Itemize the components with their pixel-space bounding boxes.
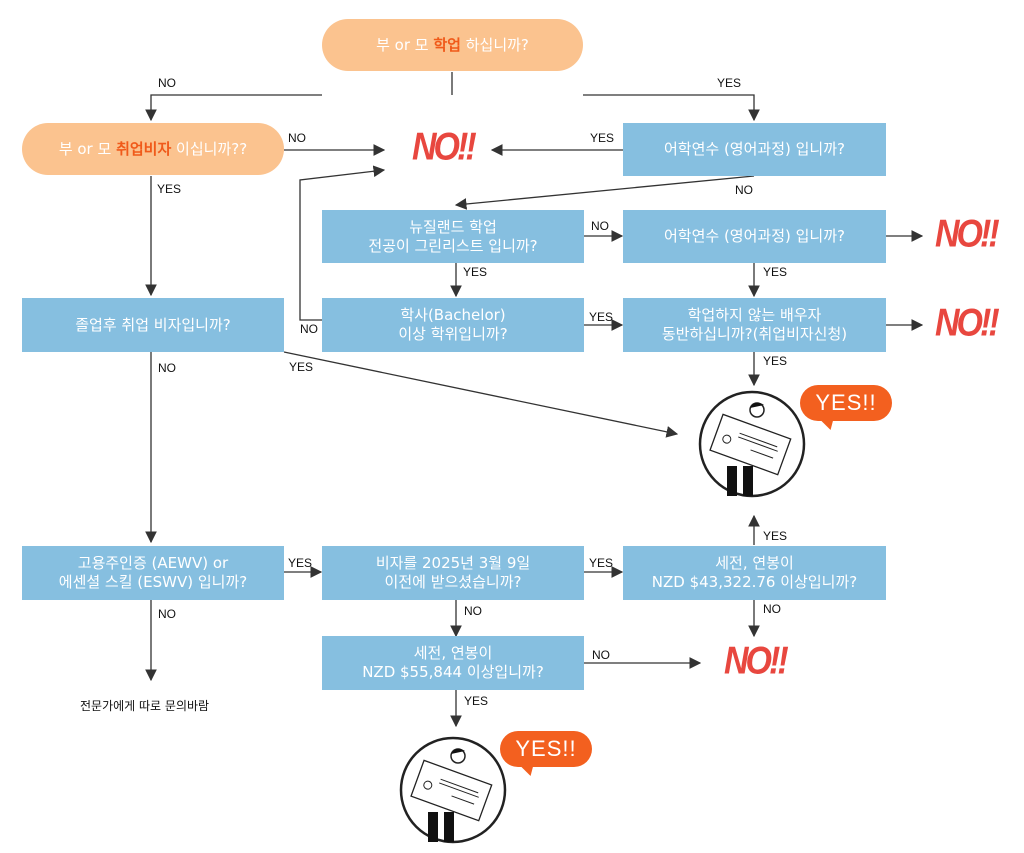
label-no: NO xyxy=(158,76,176,90)
node-line1: 비자를 2025년 3월 9일 xyxy=(375,554,531,572)
node-line2: 이상 학위입니까? xyxy=(398,325,508,343)
label-yes: YES xyxy=(589,310,614,324)
node-text: 졸업후 취업 비자입니까? xyxy=(75,315,231,334)
text-post: 이십니까?? xyxy=(171,139,248,158)
node-line2: NZD $43,322.76 이상입니까? xyxy=(651,573,858,591)
node-line1: 고용주인증 (AEWV) or xyxy=(77,554,229,572)
question-language-course-1: 어학연수 (영어과정) 입니까? xyxy=(623,123,886,176)
outcome-yes-bubble-2: YES!! xyxy=(500,731,592,767)
label-yes: YES xyxy=(289,360,314,374)
label-no: NO xyxy=(300,322,318,336)
edge-top-no xyxy=(145,94,322,122)
node-text: 어학연수 (영어과정) 입니까? xyxy=(663,140,845,158)
node-text: 어학연수 (영어과정) 입니까? xyxy=(663,227,845,245)
label-no: NO xyxy=(158,607,176,621)
outcome-no-1: NO!! xyxy=(412,125,477,169)
label-yes: YES xyxy=(589,556,614,570)
label-yes: YES xyxy=(463,265,488,279)
label-yes: YES xyxy=(763,265,788,279)
outcome-consult-expert: 전문가에게 따로 문의바람 xyxy=(80,699,210,713)
question-post-study-visa: 졸업후 취업 비자입니까? xyxy=(22,298,284,352)
question-parent-work-visa: 부 or 모 취업비자 이십니까?? xyxy=(22,123,284,175)
label-no: NO xyxy=(591,219,609,233)
outcome-yes-bubble-1: YES!! xyxy=(800,385,892,421)
label-no: NO xyxy=(158,361,176,375)
question-salary-43k: 세전, 연봉이 NZD $43,322.76 이상입니까? xyxy=(623,546,886,600)
label-yes: YES xyxy=(717,76,742,90)
question-nz-greenlist: 뉴질랜드 학업 전공이 그린리스트 입니까? xyxy=(322,210,584,263)
node-line2: NZD $55,844 이상입니까? xyxy=(362,663,544,681)
edge-bachelor-no xyxy=(299,165,386,321)
label-yes: YES xyxy=(157,182,182,196)
outcome-no-2: NO!! xyxy=(935,212,1000,256)
question-language-course-2: 어학연수 (영어과정) 입니까? xyxy=(623,210,886,263)
label-yes: YES xyxy=(763,354,788,368)
text-pre: 부 or 모 xyxy=(58,139,117,158)
label-no: NO xyxy=(763,602,781,616)
node-line2: 이전에 받으셨습니까? xyxy=(384,573,522,591)
certificate-person-icon xyxy=(698,390,806,498)
label-no: NO xyxy=(288,131,306,145)
outcome-no-3: NO!! xyxy=(935,301,1000,345)
label-yes: YES xyxy=(590,131,615,145)
node-line2: 전공이 그린리스트 입니까? xyxy=(368,236,538,255)
certificate-person-icon xyxy=(399,736,507,844)
label-yes: YES xyxy=(763,529,788,543)
text-pre: 부 or 모 xyxy=(376,35,434,54)
node-line1: 세전, 연봉이 xyxy=(413,644,493,662)
label-no: NO xyxy=(464,604,482,618)
question-aewv: 고용주인증 (AEWV) or 에센셜 스킬 (ESWV) 입니까? xyxy=(22,546,284,600)
edge-lang1-no xyxy=(454,175,755,210)
node-line2: 동반하십니까?(취업비자신청) xyxy=(661,325,848,343)
text-post: 하십니까? xyxy=(460,35,529,54)
question-salary-55k: 세전, 연봉이 NZD $55,844 이상입니까? xyxy=(322,636,584,690)
node-line1: 학사(Bachelor) xyxy=(400,306,506,324)
label-yes: YES xyxy=(288,556,313,570)
node-line2: 에센셜 스킬 (ESWV) 입니까? xyxy=(58,573,248,591)
text-highlight: 취업비자 xyxy=(116,139,172,158)
label-yes: YES xyxy=(464,694,489,708)
label-no: NO xyxy=(735,183,753,197)
node-line1: 세전, 연봉이 xyxy=(715,554,794,572)
question-bachelor: 학사(Bachelor) 이상 학위입니까? xyxy=(322,298,584,352)
edge-poststudy-yes xyxy=(283,351,679,438)
node-line1: 학업하지 않는 배우자 xyxy=(687,306,822,324)
outcome-no-4: NO!! xyxy=(724,639,789,683)
edge-top-yes xyxy=(583,94,760,122)
question-spouse: 학업하지 않는 배우자 동반하십니까?(취업비자신청) xyxy=(623,298,886,352)
node-line1: 뉴질랜드 학업 xyxy=(409,217,497,236)
label-no: NO xyxy=(592,648,610,662)
question-parent-study: 부 or 모 학업 하십니까? xyxy=(322,19,583,71)
question-visa-date: 비자를 2025년 3월 9일 이전에 받으셨습니까? xyxy=(322,546,584,600)
text-highlight: 학업 xyxy=(433,35,461,54)
